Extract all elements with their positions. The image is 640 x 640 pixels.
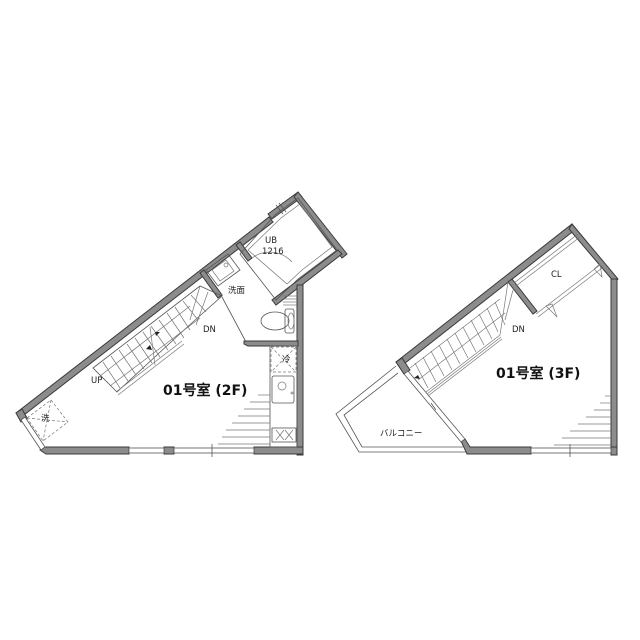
label-washroom: 洗面 bbox=[228, 286, 246, 296]
floor-hatch-3f bbox=[554, 395, 611, 446]
wall-2f-bottom-mid bbox=[163, 446, 175, 455]
label-2f-down: DN bbox=[203, 325, 216, 335]
wall-3f-closet-partition bbox=[507, 278, 538, 315]
label-unit-bath: UB bbox=[265, 236, 278, 246]
wall-2f-bottom-right bbox=[253, 446, 304, 455]
label-balcony: バルコニー bbox=[380, 429, 423, 439]
wall-2f-ub-bottom bbox=[271, 249, 343, 306]
window-2f-bottom-2 bbox=[173, 447, 255, 454]
stairs-3f bbox=[409, 281, 514, 397]
window-3f-balcony bbox=[403, 370, 466, 443]
label-washer: 洗 bbox=[41, 414, 50, 424]
wall-2f-toilet-wall bbox=[243, 340, 299, 347]
label-3f-down: DN bbox=[512, 325, 525, 335]
fridge-2f bbox=[270, 346, 297, 373]
wall-3f-bottom-right-stub bbox=[610, 446, 618, 456]
wall-3f-stair-corner bbox=[395, 357, 411, 375]
plan-2f bbox=[15, 191, 348, 457]
window-3f-bottom bbox=[530, 447, 612, 454]
label-2f-up: UP bbox=[91, 376, 103, 386]
wall-3f-bottom bbox=[460, 438, 532, 455]
closet-3f bbox=[513, 233, 603, 318]
kitchen-sink-2f bbox=[271, 375, 295, 404]
wall-2f-ub-right bbox=[293, 191, 348, 259]
label-closet: CL bbox=[551, 270, 562, 280]
label-unit-bath-size: 1216 bbox=[262, 247, 284, 257]
room-title-2f: 01号室 (2F) bbox=[163, 383, 248, 399]
stairs-2f bbox=[92, 285, 223, 396]
wall-3f-right bbox=[610, 278, 618, 456]
window-2f-left bbox=[20, 416, 46, 451]
floor-hatch-2f bbox=[218, 394, 270, 445]
wall-2f-wash-partition bbox=[199, 269, 223, 299]
window-2f-bottom-1 bbox=[128, 447, 165, 454]
wall-3f-top-right bbox=[568, 223, 619, 283]
wall-2f-bottom-left bbox=[39, 446, 130, 455]
stove-2f bbox=[271, 427, 297, 443]
plan-3f bbox=[335, 223, 619, 457]
wall-2f-right bbox=[296, 284, 304, 456]
balcony-3f bbox=[335, 365, 467, 453]
label-fridge: 冷 bbox=[282, 355, 291, 365]
room-title-3f: 01号室 (3F) bbox=[496, 366, 581, 382]
